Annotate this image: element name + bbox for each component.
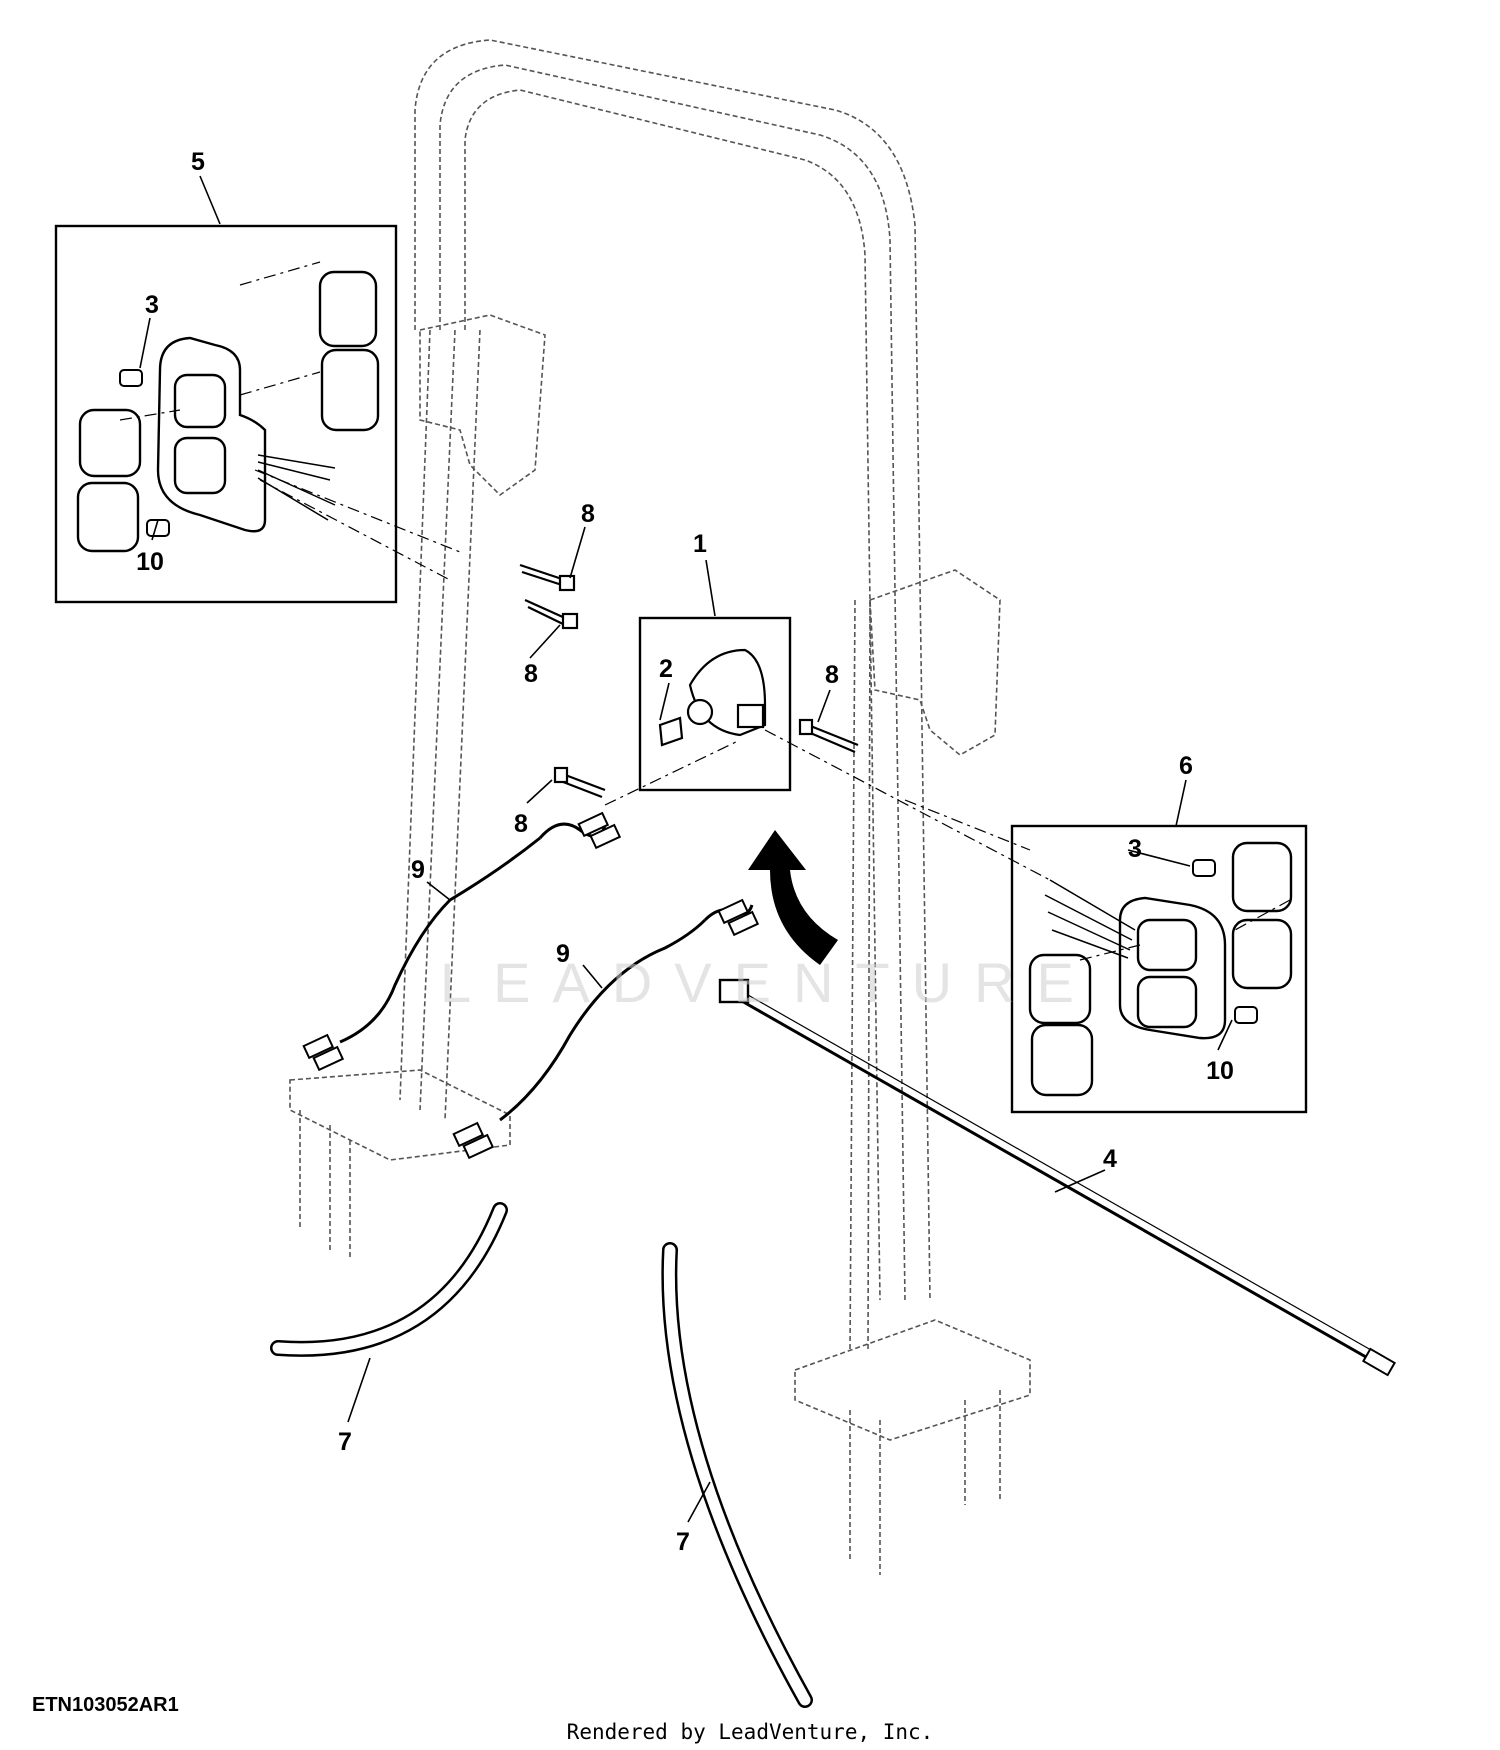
watermark: LEADVENTURE — [440, 951, 1096, 1014]
callouts: 5 3 10 8 8 1 2 8 8 6 3 10 9 9 4 7 7 — [136, 148, 1234, 1556]
callout-8-right: 8 — [825, 661, 839, 689]
direction-arrow — [748, 830, 838, 965]
center-lamp — [658, 648, 767, 747]
callout-2: 2 — [659, 655, 673, 683]
lamp-right-wires — [1044, 879, 1136, 959]
callout-8-lower: 8 — [514, 810, 528, 838]
callout-6: 6 — [1179, 752, 1193, 780]
render-credit: Rendered by LeadVenture, Inc. — [566, 1720, 934, 1744]
callout-10-right: 10 — [1206, 1057, 1234, 1085]
callout-9-lower: 9 — [556, 940, 570, 968]
rops-frame — [289, 39, 1031, 1575]
inset-box-5 — [54, 224, 398, 604]
callout-10-left: 10 — [136, 548, 164, 576]
callout-5: 5 — [191, 148, 205, 176]
bolts — [519, 563, 859, 799]
leader-lines — [139, 175, 1233, 1523]
callout-8-top: 8 — [581, 500, 595, 528]
callout-4: 4 — [1103, 1145, 1117, 1173]
bulbs-left — [119, 369, 170, 537]
callout-3-left: 3 — [145, 291, 159, 319]
bulbs-right — [1192, 859, 1258, 1024]
inset-box-6 — [1010, 824, 1308, 1114]
inset-box-1 — [638, 616, 792, 792]
alignment-lines — [119, 261, 1291, 961]
callout-3-right: 3 — [1128, 835, 1142, 863]
lamp-left-wires — [257, 454, 336, 521]
callout-7-left: 7 — [338, 1428, 352, 1456]
callout-7-right: 7 — [676, 1528, 690, 1556]
callout-9-upper: 9 — [411, 856, 425, 884]
lamp-left — [76, 270, 380, 553]
hoses — [270, 1202, 813, 1708]
lamp-right — [1028, 841, 1293, 1097]
callout-8-mid: 8 — [524, 660, 538, 688]
callout-1: 1 — [693, 530, 707, 558]
harness-connectors — [302, 811, 760, 1160]
harnesses — [339, 822, 754, 1122]
harness-4 — [718, 978, 1396, 1377]
figure-id: ETN103052AR1 — [32, 1694, 179, 1716]
